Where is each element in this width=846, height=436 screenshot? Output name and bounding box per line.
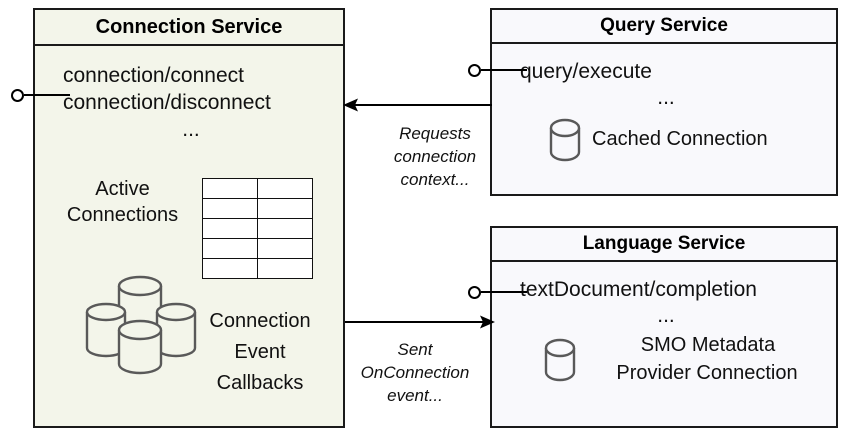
cached-connection-cylinder-icon	[549, 118, 581, 162]
table-row	[202, 178, 313, 199]
table-row	[202, 198, 313, 219]
language-service-interface-stem	[481, 291, 527, 293]
edge-label-line2: OnConnection	[360, 363, 470, 382]
table-row	[202, 258, 313, 279]
connection-service-api-connect: connection/connect	[63, 64, 244, 87]
table-cell	[202, 258, 258, 279]
table-cell	[202, 238, 258, 259]
query-service-body: query/execute ... Cached Connection	[492, 44, 836, 194]
query-service-api-ellipsis: ...	[657, 86, 675, 109]
table-cell	[202, 198, 258, 219]
edge-query-to-connection-arrowhead	[343, 98, 358, 112]
component-language-service[interactable]: Language Service textDocument/completion…	[490, 226, 838, 428]
active-connections-label-line1: Active	[95, 178, 150, 200]
smo-metadata-label-line2: Provider Connection	[616, 362, 798, 384]
connection-service-provided-interface-icon[interactable]	[11, 89, 24, 102]
edge-query-to-connection-line	[352, 104, 492, 106]
smo-metadata-label-line1: SMO Metadata	[640, 334, 776, 356]
language-service-title: Language Service	[492, 228, 836, 262]
callbacks-label-line1: Connection	[209, 310, 311, 332]
table-cell	[257, 198, 313, 219]
language-service-api-ellipsis: ...	[657, 304, 675, 327]
query-service-title: Query Service	[492, 10, 836, 44]
component-connection-service[interactable]: Connection Service connection/connect co…	[33, 8, 345, 428]
language-service-body: textDocument/completion ... SMO Metadata…	[492, 262, 836, 426]
callbacks-label-line2: Event	[234, 341, 286, 363]
table-cell	[257, 238, 313, 259]
connection-service-title: Connection Service	[35, 10, 343, 46]
query-service-api-execute: query/execute	[520, 60, 652, 83]
edge-label-line1: Sent	[397, 340, 433, 359]
connection-service-api-ellipsis: ...	[182, 118, 200, 141]
edge-label-line2: connection	[393, 147, 477, 166]
connection-service-interface-stem	[24, 94, 70, 96]
smo-metadata-provider-cylinder-icon	[544, 338, 576, 382]
callbacks-label-line3: Callbacks	[216, 372, 304, 394]
cached-connection-label: Cached Connection	[592, 128, 768, 150]
edge-label-line3: context...	[400, 170, 470, 189]
query-service-provided-interface-icon[interactable]	[468, 64, 481, 77]
table-cell	[257, 258, 313, 279]
language-service-api-completion: textDocument/completion	[520, 278, 757, 301]
table-row	[202, 238, 313, 259]
active-connections-cylinder-cluster	[85, 275, 197, 375]
table-cell	[257, 218, 313, 239]
connection-service-body: connection/connect connection/disconnect…	[35, 46, 343, 426]
active-connections-label-line2: Connections	[66, 204, 179, 226]
table-cell	[202, 178, 258, 199]
connection-service-api-disconnect: connection/disconnect	[63, 91, 271, 114]
table-cell	[257, 178, 313, 199]
language-service-provided-interface-icon[interactable]	[468, 286, 481, 299]
query-service-interface-stem	[481, 69, 527, 71]
edge-connection-to-language-line	[345, 321, 485, 323]
edge-connection-to-language-arrowhead	[480, 315, 495, 329]
edge-label-line3: event...	[387, 386, 443, 405]
edge-query-to-connection-label: Requests connection context...	[360, 122, 510, 191]
edge-connection-to-language-label: Sent OnConnection event...	[340, 338, 490, 407]
edge-label-line1: Requests	[399, 124, 471, 143]
component-query-service[interactable]: Query Service query/execute ... Cached C…	[490, 8, 838, 196]
table-cell	[202, 218, 258, 239]
connection-event-callbacks-table	[202, 178, 313, 279]
table-row	[202, 218, 313, 239]
